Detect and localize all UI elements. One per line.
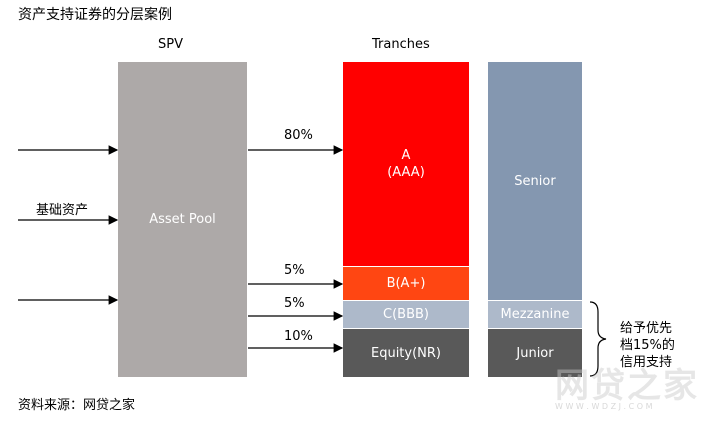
junior-label: Junior: [516, 345, 554, 361]
tranche-equity: Equity(NR): [343, 329, 469, 377]
tranche-c: C(BBB): [343, 301, 469, 328]
tranches-label: Tranches: [372, 37, 430, 52]
tranche-a-label: A: [401, 148, 411, 163]
tranche-equity-label: Equity(NR): [370, 345, 441, 361]
senior-label: Senior: [514, 173, 556, 189]
pct-b: 5%: [284, 263, 305, 278]
tranche-c-label: C(BBB): [383, 307, 429, 322]
note-line: 给予优先: [620, 321, 673, 336]
watermark-url: W W W . W D Z J . C O M: [555, 402, 653, 411]
credit-support-note: 给予优先 档15%的 信用支持: [620, 320, 675, 371]
input-label: 基础资产: [36, 203, 89, 218]
class-junior: Junior: [488, 329, 582, 377]
pct-equity: 10%: [284, 329, 313, 344]
tranche-a: A (AAA): [343, 62, 469, 266]
mezzanine-label: Mezzanine: [500, 307, 570, 322]
note-line: 档15%的: [620, 338, 675, 353]
pct-a: 80%: [284, 128, 313, 143]
tranche-b: B(A+): [343, 267, 469, 300]
tranche-a-rating: (AAA): [387, 165, 425, 180]
source-note: 资料来源：网贷之家: [18, 398, 136, 413]
spv-label: SPV: [158, 37, 183, 52]
tranche-b-label: B(A+): [386, 276, 426, 291]
asset-pool-label: Asset Pool: [149, 212, 216, 227]
brace-icon: [589, 301, 607, 377]
class-mezzanine: Mezzanine: [488, 301, 582, 328]
watermark-logo: 网贷之家: [555, 366, 699, 406]
page-title: 资产支持证券的分层案例: [18, 7, 172, 23]
asset-pool-box: Asset Pool: [118, 62, 247, 377]
note-line: 信用支持: [620, 355, 673, 370]
pct-c: 5%: [284, 296, 305, 311]
class-senior: Senior: [488, 62, 582, 300]
